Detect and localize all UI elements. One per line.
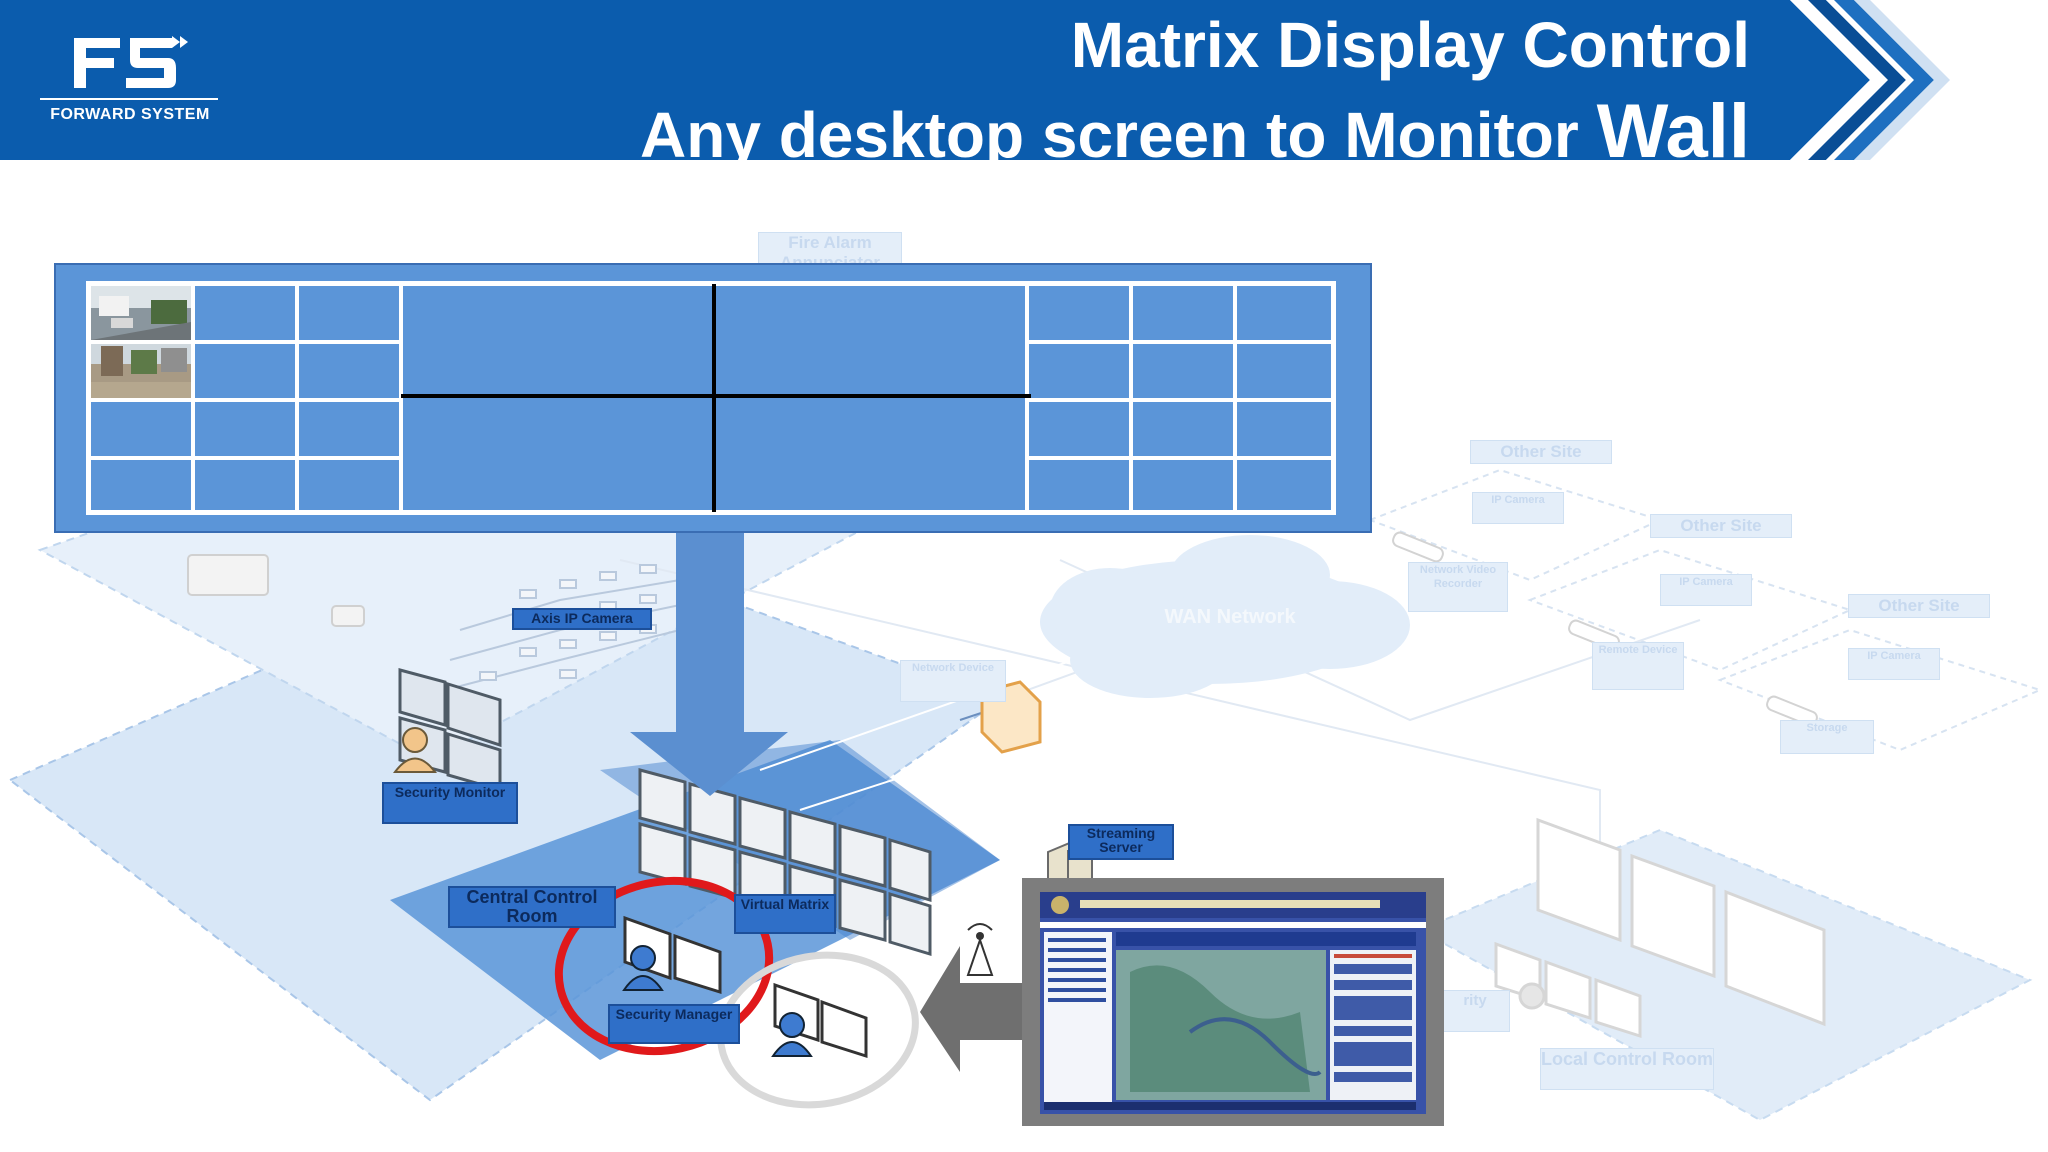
wall-cell[interactable] [1131, 342, 1235, 400]
wall-cell[interactable] [297, 400, 401, 458]
wall-cell[interactable] [1027, 284, 1131, 342]
security-monitor-label: Security Monitor [382, 782, 518, 824]
nvr-label-1: Network Video Recorder [1408, 562, 1508, 612]
other-site-label-1: Other Site [1470, 440, 1612, 464]
nvr-label-2: Remote Device [1592, 642, 1684, 690]
monitor-wall-panel [54, 263, 1372, 533]
floor-other-site-1 [1367, 468, 1663, 582]
floor-other-site-2 [1527, 548, 1853, 672]
wall-cell[interactable] [89, 342, 193, 400]
wall-cell[interactable] [1235, 284, 1333, 342]
logo-caption: FORWARD SYSTEM [50, 106, 210, 123]
axis-ip-camera-label: Axis IP Camera [512, 608, 652, 630]
header-banner: FORWARD SYSTEM Matrix Display Control An… [0, 0, 2048, 174]
fs-logo-icon [74, 36, 188, 88]
nvr-label-3: Storage [1780, 720, 1874, 754]
highlight-operator [717, 951, 919, 1109]
logo-divider [40, 98, 218, 100]
wan-network-label: WAN Network [1164, 606, 1296, 628]
network-line-4 [759, 639, 1131, 771]
security-manager-label: Security Manager [608, 1004, 740, 1044]
wall-cell[interactable] [297, 284, 401, 342]
wall-cell[interactable] [193, 400, 297, 458]
wall-cell[interactable] [1027, 400, 1131, 458]
ip-camera-faint-2: IP Camera [1660, 574, 1752, 606]
nvr-devices [1392, 531, 1818, 727]
arrow-desktop-to-operator [920, 946, 1022, 1072]
local-control-room-label: Local Control Room [1540, 1048, 1714, 1090]
central-control-room-label: Central Control Room [448, 886, 616, 928]
fire-alarm-device [187, 554, 365, 627]
wall-cell[interactable] [89, 458, 193, 512]
wall-cell[interactable] [1131, 458, 1235, 512]
wall-cell[interactable] [193, 342, 297, 400]
network-device-label: Network Device [900, 660, 1006, 702]
ip-camera-faint-3: IP Camera [1848, 648, 1940, 680]
wall-cell[interactable] [297, 342, 401, 400]
wall-split-horizontal [401, 394, 1031, 398]
desktop-screen-content [1040, 892, 1426, 1114]
security-manager-workstation [622, 915, 722, 995]
wall-cell[interactable] [1027, 342, 1131, 400]
wall-cell[interactable] [1131, 284, 1235, 342]
security-partial-label: rity [1440, 990, 1510, 1032]
desktop-screen-preview[interactable] [1022, 878, 1444, 1126]
logo-icon [68, 30, 188, 96]
wall-cell[interactable] [193, 284, 297, 342]
virtual-matrix-label: Virtual Matrix [734, 894, 836, 934]
camera-thumbnail-1 [91, 286, 191, 340]
wall-cell[interactable] [89, 400, 193, 458]
wall-cell[interactable] [297, 458, 401, 512]
slide-title-line1: Matrix Display Control [1070, 9, 1750, 81]
other-site-label-2: Other Site [1650, 514, 1792, 538]
highlight-security-manager [554, 876, 774, 1056]
wall-cell[interactable] [1131, 400, 1235, 458]
banner-background [0, 0, 1950, 160]
ip-camera-faint-1: IP Camera [1472, 492, 1564, 524]
slide-title-line2: Any desktop screen to Monitor Wall [640, 88, 1750, 175]
network-line-5 [799, 699, 1141, 811]
wall-cell[interactable] [1027, 458, 1131, 512]
wall-split-vertical [712, 284, 716, 512]
wall-cell[interactable] [1235, 342, 1333, 400]
antenna-icon [966, 923, 994, 976]
wall-cell[interactable] [89, 284, 193, 342]
wall-cell[interactable] [193, 458, 297, 512]
arrow-down-to-monitor-wall [630, 533, 788, 796]
streaming-server-label: Streaming Server [1068, 824, 1174, 860]
camera-thumbnail-2 [91, 344, 191, 398]
fire-alarm-text: Fire Alarm [788, 233, 872, 252]
wan-cloud-icon [1040, 535, 1410, 698]
local-control-monitors [1494, 817, 1826, 1039]
wall-cell[interactable] [1235, 458, 1333, 512]
wall-cell[interactable] [1235, 400, 1333, 458]
title-line2-prefix: Any desktop screen to Monitor [640, 99, 1597, 171]
title-line2-emph: Wall [1596, 89, 1750, 174]
operator-workstation [771, 982, 868, 1059]
desktop-screen-image [1040, 892, 1426, 1114]
monitor-wall-grid [86, 281, 1336, 515]
other-site-label-3: Other Site [1848, 594, 1990, 618]
